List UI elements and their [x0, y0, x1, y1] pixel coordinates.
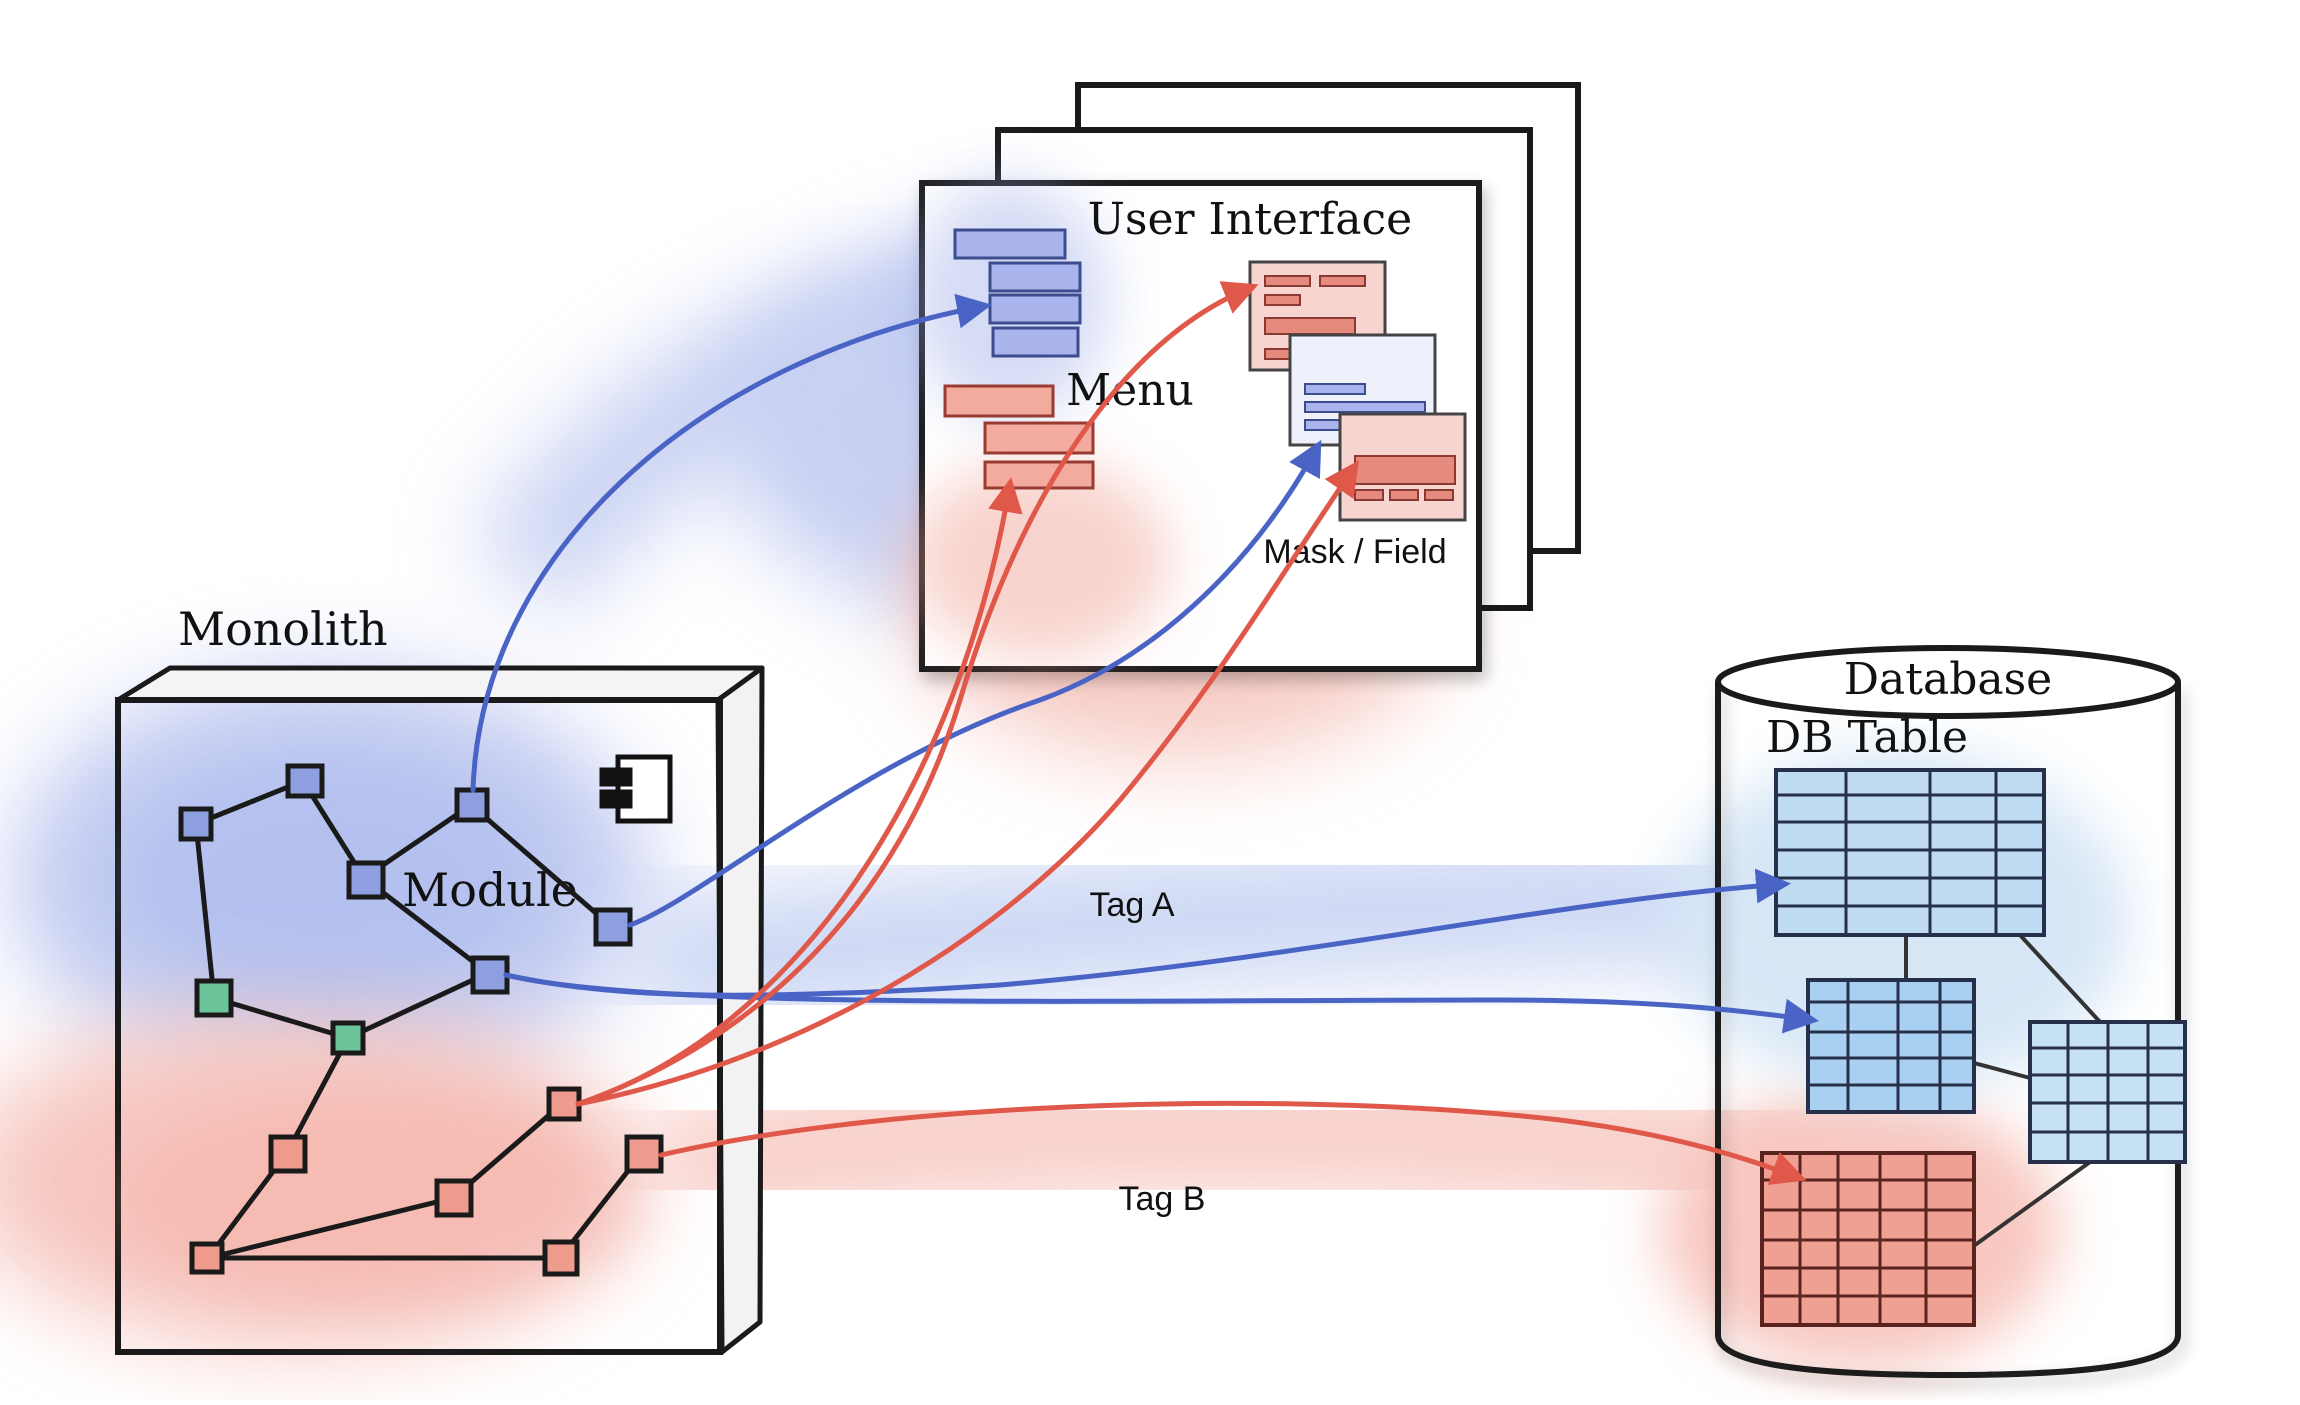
mask-red-bottom [1338, 412, 1467, 522]
module-node[interactable] [268, 1134, 308, 1174]
module-node[interactable] [593, 907, 633, 947]
module-node[interactable] [454, 787, 490, 823]
db-table-tertiary [2028, 1020, 2187, 1164]
ui-title: User Interface [1088, 194, 1412, 245]
arrow-module-to-menu [470, 293, 992, 793]
db-table-label: DB Table [1766, 712, 1968, 763]
connections [470, 281, 1819, 1185]
user-interface-stack: User Interface Menu [910, 82, 1581, 672]
db-table-red [1760, 1151, 1976, 1327]
module-nodes [178, 763, 664, 1277]
arrow-module-to-table-secondary [503, 972, 1819, 1034]
db-table-main [1774, 768, 2046, 937]
module-label: Module [402, 863, 578, 917]
menu-items-blue [953, 228, 1082, 358]
arrow-to-table-red [658, 1100, 1807, 1185]
database-top [1715, 645, 2181, 719]
mask-field-label: Mask / Field [1263, 533, 1446, 571]
module-node[interactable] [434, 1178, 474, 1218]
tag-b-label: Tag B [1119, 1180, 1206, 1218]
database: Database DB Table [1715, 645, 2187, 1379]
tag-a-label: Tag A [1089, 886, 1174, 924]
arrow-to-mask-top [575, 281, 1259, 1107]
module-node[interactable] [178, 806, 214, 842]
module-node[interactable] [624, 1134, 664, 1174]
database-label: Database [1844, 654, 2052, 705]
module-node[interactable] [285, 763, 325, 799]
module-node[interactable] [546, 1086, 582, 1122]
component-icon [599, 754, 673, 824]
module-node[interactable] [189, 1241, 225, 1275]
table-relations [1904, 933, 2102, 1247]
module-node[interactable] [470, 955, 510, 995]
module-node[interactable] [330, 1020, 366, 1056]
module-node[interactable] [346, 860, 386, 900]
db-table-secondary [1806, 978, 1976, 1114]
module-node[interactable] [542, 1239, 580, 1277]
monolith: Monolith Module [115, 602, 765, 1355]
arrow-module-to-mask [627, 439, 1322, 928]
monolith-label: Monolith [178, 602, 388, 656]
module-node[interactable] [194, 978, 234, 1018]
arrow-to-mask-bottom [575, 460, 1359, 1107]
